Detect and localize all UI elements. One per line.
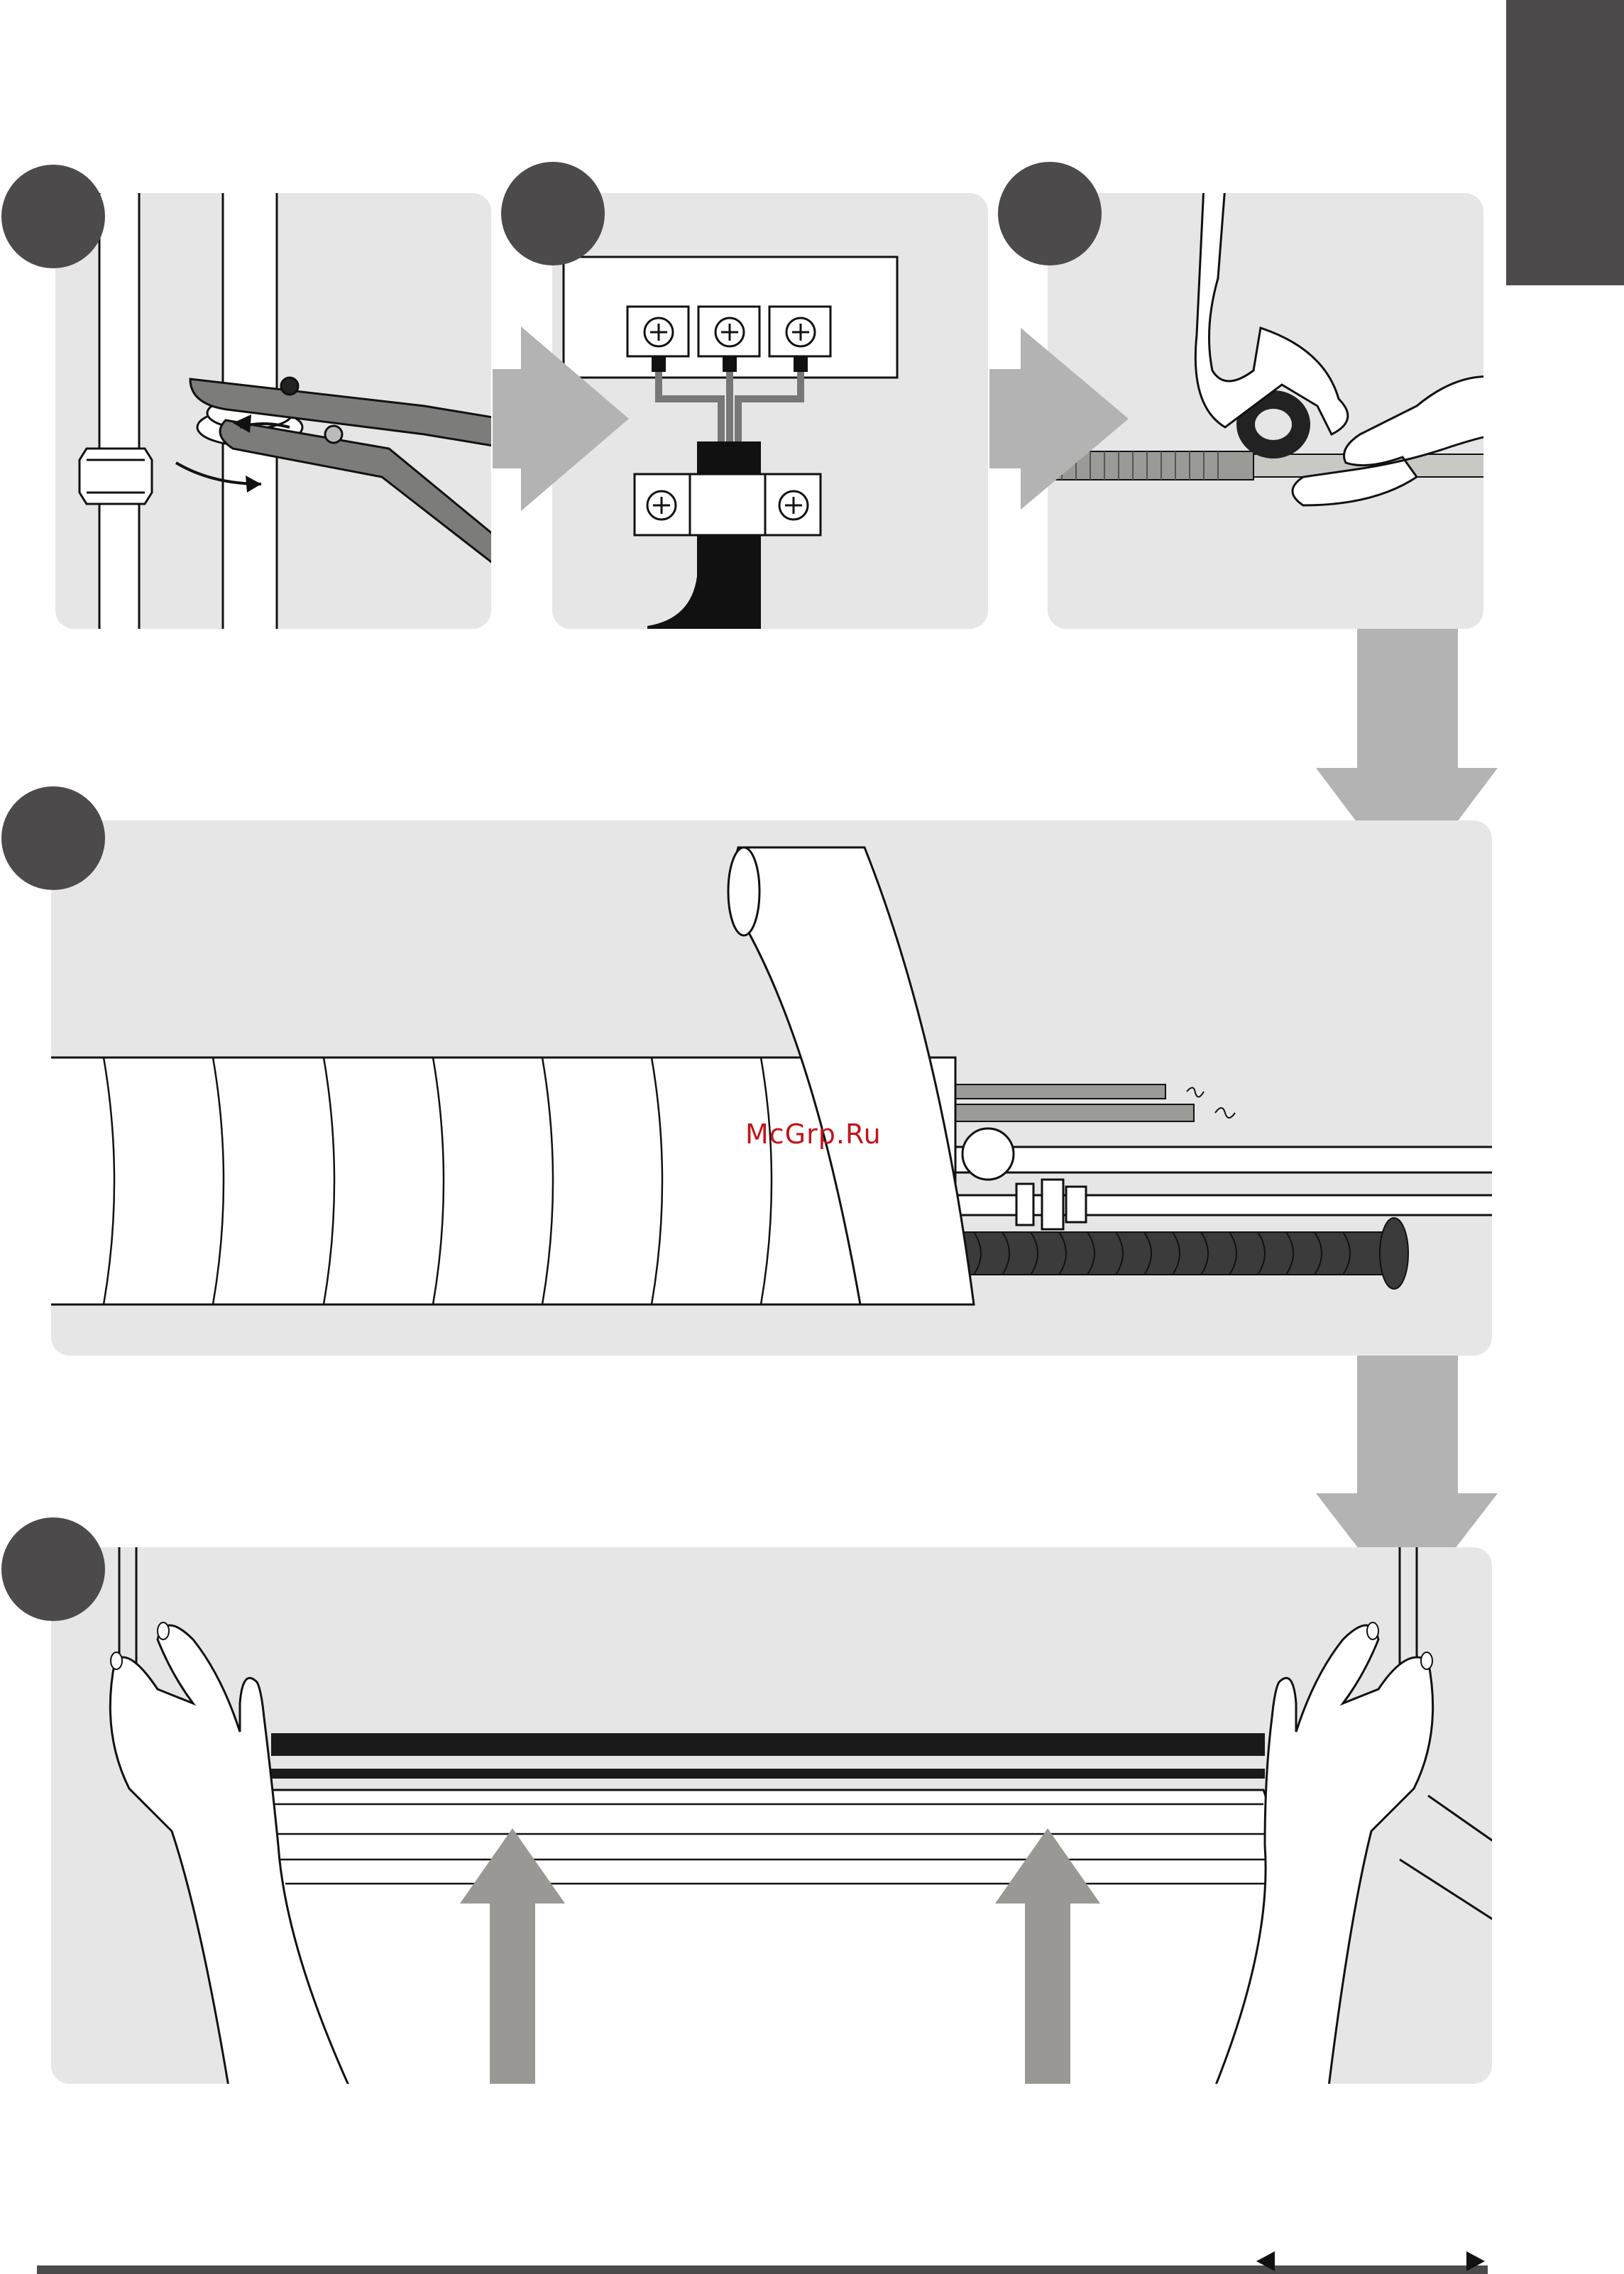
step-5-panel — [51, 1547, 1492, 2084]
pipe-wrapping-illustration — [51, 820, 1492, 1356]
flow-arrow-2-to-3 — [989, 328, 1129, 510]
mount-unit-illustration — [51, 1547, 1492, 2084]
flow-arrow-1-to-2 — [493, 326, 629, 511]
triangle-right-icon[interactable] — [1466, 2251, 1485, 2271]
step-4-panel — [51, 820, 1492, 1356]
watermark: McGrp.Ru — [745, 1119, 882, 1150]
step-5-badge — [1, 1517, 105, 1621]
step-4-badge — [1, 786, 105, 890]
triangle-left-icon[interactable] — [1256, 2251, 1275, 2271]
